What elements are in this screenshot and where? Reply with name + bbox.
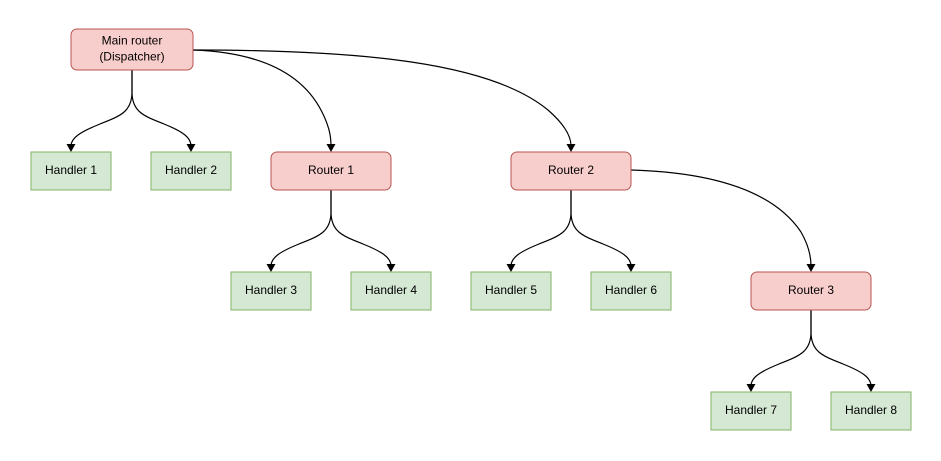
edge-router-2-to-handler-5[interactable] [506, 189, 572, 272]
arrowhead-icon [746, 384, 756, 392]
handler-8-label: Handler 8 [845, 403, 897, 417]
node-handler-4[interactable]: Handler 4 [350, 271, 432, 311]
edge-main-to-handler-1[interactable] [66, 69, 133, 152]
arrowhead-icon [386, 264, 396, 272]
handler-7-label: Handler 7 [725, 403, 777, 417]
handler-1-label: Handler 1 [45, 163, 97, 177]
handler-6-label: Handler 6 [605, 283, 657, 297]
edge-router-3-to-handler-7[interactable] [746, 309, 812, 392]
arrowhead-icon [566, 144, 576, 152]
edge-main-to-router-2[interactable] [192, 49, 576, 152]
edge-line [270, 189, 332, 267]
edge-line [330, 189, 392, 267]
handler-4-shape [350, 271, 432, 311]
arrowhead-icon [866, 384, 876, 392]
handler-2-shape [150, 151, 232, 191]
edge-line [750, 309, 812, 387]
router-2-shape [510, 151, 632, 191]
edge-router-1-to-handler-4[interactable] [330, 189, 396, 272]
node-handler-1[interactable]: Handler 1 [30, 151, 112, 191]
node-router-3[interactable]: Router 3 [750, 271, 872, 311]
router-3-label: Router 3 [788, 283, 834, 297]
node-handler-7[interactable]: Handler 7 [710, 391, 792, 431]
edge-router-2-to-router-3[interactable] [630, 169, 816, 272]
router-1-shape [270, 151, 392, 191]
main-router-shape [70, 28, 194, 71]
edge-line [810, 309, 872, 387]
edge-line [630, 169, 812, 267]
edge-main-to-handler-2[interactable] [131, 69, 196, 152]
node-handler-2[interactable]: Handler 2 [150, 151, 232, 191]
edge-line [131, 69, 192, 147]
handler-8-shape [830, 391, 912, 431]
arrowhead-icon [266, 264, 276, 272]
edge-router-1-to-handler-3[interactable] [266, 189, 332, 272]
arrowhead-icon [626, 264, 636, 272]
edge-line [192, 49, 332, 147]
handler-2-label: Handler 2 [165, 163, 217, 177]
main-router-label: (Dispatcher) [99, 50, 164, 64]
arrowhead-icon [806, 264, 816, 272]
arrowhead-icon [66, 144, 76, 152]
handler-1-shape [30, 151, 112, 191]
handler-5-label: Handler 5 [485, 283, 537, 297]
arrowhead-icon [186, 144, 196, 152]
handler-3-shape [230, 271, 312, 311]
edge-line [570, 189, 632, 267]
node-router-2[interactable]: Router 2 [510, 151, 632, 191]
edges-layer [66, 49, 876, 392]
handler-6-shape [590, 271, 672, 311]
edge-router-2-to-handler-6[interactable] [570, 189, 636, 272]
router-2-label: Router 2 [548, 163, 594, 177]
edge-line [70, 69, 133, 147]
node-handler-3[interactable]: Handler 3 [230, 271, 312, 311]
edge-line [510, 189, 572, 267]
node-handler-5[interactable]: Handler 5 [470, 271, 552, 311]
router-1-label: Router 1 [308, 163, 354, 177]
arrowhead-icon [326, 144, 336, 152]
edge-line [192, 49, 572, 147]
handler-5-shape [470, 271, 552, 311]
nodes-layer: Main router (Dispatcher) Handler 1 Handler … [30, 28, 912, 431]
node-main-router[interactable]: Main router (Dispatcher) [70, 28, 194, 71]
handler-3-label: Handler 3 [245, 283, 297, 297]
router-3-shape [750, 271, 872, 311]
edge-router-3-to-handler-8[interactable] [810, 309, 876, 392]
handler-7-shape [710, 391, 792, 431]
node-handler-6[interactable]: Handler 6 [590, 271, 672, 311]
main-router-label: Main router [102, 34, 163, 48]
arrowhead-icon [506, 264, 516, 272]
edge-main-to-router-1[interactable] [192, 49, 336, 152]
node-handler-8[interactable]: Handler 8 [830, 391, 912, 431]
node-router-1[interactable]: Router 1 [270, 151, 392, 191]
handler-4-label: Handler 4 [365, 283, 417, 297]
